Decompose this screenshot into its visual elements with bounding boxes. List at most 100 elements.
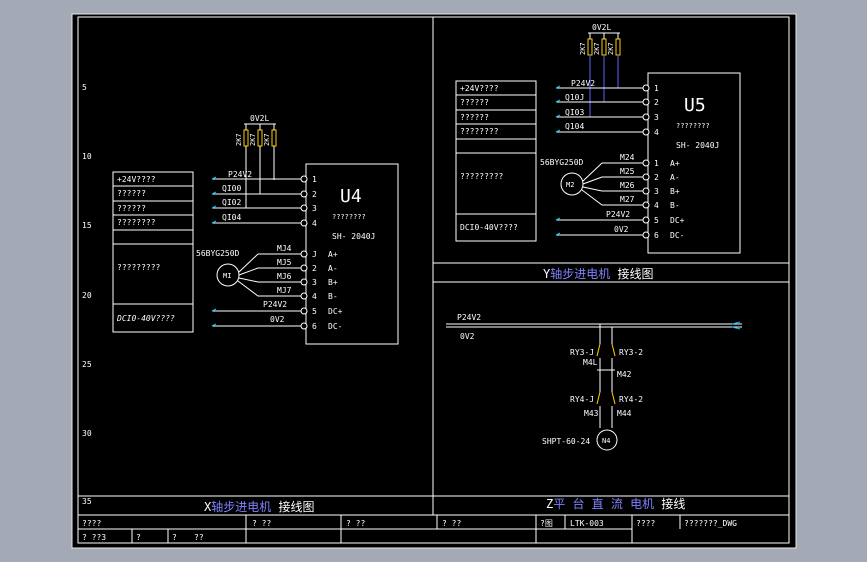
x-signal-label: QI00 bbox=[222, 184, 241, 193]
title-block-cell: ?图 bbox=[540, 519, 553, 528]
x-pin-number: 5 bbox=[312, 307, 317, 316]
y-motor-wire: M25 bbox=[620, 167, 635, 176]
x-title: X轴步进电机 接线图 bbox=[204, 499, 314, 514]
y-pin-name: B+ bbox=[670, 187, 680, 196]
z-title: Z平 台 直 流 电机 接线 bbox=[546, 496, 685, 511]
y-info-row: +24V???? bbox=[460, 84, 499, 93]
x-info-row: ?????? bbox=[117, 204, 146, 213]
z-wire-label: M44 bbox=[617, 409, 632, 418]
x-driver-name: U4 bbox=[340, 186, 362, 207]
x-pin-number: 3 bbox=[312, 278, 317, 287]
x-signal-label: QI02 bbox=[222, 198, 241, 207]
z-relay-label: RY3-J bbox=[570, 348, 594, 357]
x-pin-number: 3 bbox=[312, 204, 317, 213]
y-pin-number: 4 bbox=[654, 201, 659, 210]
x-motor-wire: MJ7 bbox=[277, 286, 292, 295]
y-power-label: P24V2 bbox=[571, 79, 595, 88]
y-resistor-value: 2K7 bbox=[579, 42, 587, 55]
x-signal-label: QI04 bbox=[222, 213, 241, 222]
z-wire-label: M42 bbox=[617, 370, 632, 379]
x-resistor-value: 2K7 bbox=[249, 133, 257, 146]
x-pin-name: A+ bbox=[328, 250, 338, 259]
title-block: ???? ? ?? ? ?? ? ?? ?图 LTK-003 ???? ????… bbox=[77, 514, 790, 544]
left-ruler: 5 10 15 20 25 30 35 bbox=[82, 83, 92, 506]
x-power-label: P24V2 bbox=[228, 170, 252, 179]
x-pin-number: 4 bbox=[312, 219, 317, 228]
x-pin-name: A- bbox=[328, 264, 338, 273]
x-drive-panel: +24V???? ?????? ?????? ???????? ????????… bbox=[112, 114, 399, 514]
y-title: Y轴步进电机 接线图 bbox=[543, 266, 653, 281]
ruler-label: 10 bbox=[82, 152, 92, 161]
y-info-row: ????????? bbox=[460, 172, 504, 181]
z-motor-model: SHPT-60-24 bbox=[542, 437, 590, 446]
x-motor-model: 56BYG250D bbox=[196, 249, 240, 258]
z-wire-label: M43 bbox=[584, 409, 599, 418]
y-pin-name: DC+ bbox=[670, 216, 685, 225]
y-supply-label: P24V2 bbox=[606, 210, 630, 219]
z-motor-label: N4 bbox=[602, 437, 610, 445]
x-pin-number: 4 bbox=[312, 292, 317, 301]
x-info-row: ????????? bbox=[117, 263, 161, 272]
x-pin-number: 2 bbox=[312, 264, 317, 273]
x-driver-model: SH- 2040J bbox=[332, 232, 375, 241]
y-info-box bbox=[455, 80, 537, 242]
x-info-box bbox=[112, 171, 194, 333]
z-rail-bottom-label: 0V2 bbox=[460, 332, 475, 341]
y-signal-label: Q104 bbox=[565, 122, 584, 131]
y-pin-name: A- bbox=[670, 173, 680, 182]
title-block-cell: ???? bbox=[82, 519, 101, 528]
y-resistor-value: 2K7 bbox=[593, 42, 601, 55]
y-pin-number: 1 bbox=[654, 84, 659, 93]
y-pin-number: 4 bbox=[654, 128, 659, 137]
y-info-row: ???????? bbox=[460, 127, 499, 136]
z-rail-top-label: P24V2 bbox=[457, 313, 481, 322]
y-pin-number: 5 bbox=[654, 216, 659, 225]
y-supply-label: 0V2 bbox=[614, 225, 629, 234]
title-block-cell: ? bbox=[172, 533, 177, 542]
x-pin-name: DC- bbox=[328, 322, 342, 331]
y-pin-number: 3 bbox=[654, 187, 659, 196]
title-block-cell: ???? bbox=[636, 519, 655, 528]
x-pin-number: 1 bbox=[312, 175, 317, 184]
x-info-row: +24V???? bbox=[117, 175, 156, 184]
x-pin-number: J bbox=[312, 250, 317, 259]
x-resistor-value: 2K7 bbox=[235, 133, 243, 146]
title-block-cell: LTK-003 bbox=[570, 519, 604, 528]
x-info-row: ?????? bbox=[117, 189, 146, 198]
title-block-cell: ? ?? bbox=[252, 519, 271, 528]
y-motor-wire: M27 bbox=[620, 195, 635, 204]
z-relay-label: RY4-J bbox=[570, 395, 594, 404]
y-resistor-rail-label: 0V2L bbox=[592, 23, 611, 32]
x-pin-name: B+ bbox=[328, 278, 338, 287]
x-motor-label: MI bbox=[223, 272, 231, 280]
x-pin-name: B- bbox=[328, 292, 338, 301]
ruler-label: 15 bbox=[82, 221, 92, 230]
ruler-label: 5 bbox=[82, 83, 87, 92]
x-motor-wire: MJ5 bbox=[277, 258, 292, 267]
y-pin-name: A+ bbox=[670, 159, 680, 168]
y-pin-number: 3 bbox=[654, 113, 659, 122]
z-relay-label: RY4-2 bbox=[619, 395, 643, 404]
y-pin-name: B- bbox=[670, 201, 680, 210]
y-motor-wire: M24 bbox=[620, 153, 635, 162]
title-block-cell: ? ??3 bbox=[82, 533, 106, 542]
title-block-cell: ? ?? bbox=[346, 519, 365, 528]
x-resistor-value: 2K7 bbox=[263, 133, 271, 146]
z-drive-panel: P24V2 0V2 RY3-J RY3-2 M4L M42 RY4-J RY4-… bbox=[446, 313, 742, 511]
y-pin-name: DC- bbox=[670, 231, 684, 240]
y-driver-model: SH- 2040J bbox=[676, 141, 719, 150]
x-supply-label: 0V2 bbox=[270, 315, 285, 324]
y-info-row: DCI0-40V???? bbox=[460, 223, 518, 232]
x-info-row: ???????? bbox=[117, 218, 156, 227]
y-pin-number: 1 bbox=[654, 159, 659, 168]
title-block-cell: ? bbox=[136, 533, 141, 542]
x-motor-wire: MJ4 bbox=[277, 244, 292, 253]
x-info-row: DCI0-40V???? bbox=[116, 314, 175, 323]
y-info-row: ?????? bbox=[460, 113, 489, 122]
y-signal-label: QI03 bbox=[565, 108, 584, 117]
x-resistor-rail-label: 0V2L bbox=[250, 114, 269, 123]
title-block-cell: ? ?? bbox=[442, 519, 461, 528]
y-pin-number: 2 bbox=[654, 98, 659, 107]
